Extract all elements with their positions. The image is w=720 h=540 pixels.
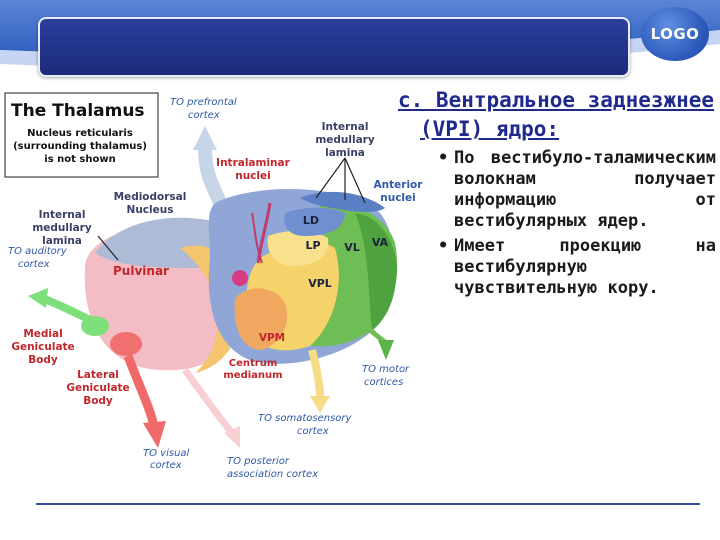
- label-intralaminar-1: Intralaminar: [216, 157, 290, 169]
- label-auditory-2: cortex: [18, 259, 50, 270]
- label-lamina-left-1: Internal: [39, 209, 86, 221]
- label-centrum-2: medianum: [223, 370, 282, 381]
- lp-region: [267, 230, 329, 267]
- prefrontal-arrowhead: [193, 126, 217, 150]
- label-lamina-left-3: lamina: [42, 235, 82, 247]
- label-visual-2: cortex: [150, 460, 182, 471]
- label-visual-1: TO visual: [143, 448, 190, 459]
- label-lamina-top-3: lamina: [325, 147, 365, 159]
- somatosensory-arrow: [308, 348, 324, 399]
- note-line-2: (surrounding thalamus): [13, 141, 147, 152]
- note-line-1: Nucleus reticularis: [27, 128, 133, 139]
- motor-arrowhead: [378, 340, 394, 360]
- label-motor-1: TO motor: [362, 364, 410, 375]
- section-heading: с. Вентральное заднезжнее (VPI) ядро:: [398, 86, 716, 144]
- label-prefrontal-1: TO prefrontal: [170, 97, 237, 108]
- bullet-item: Имеет проекцию на вестибулярную чувствит…: [398, 236, 716, 299]
- label-vpl: VPL: [308, 277, 332, 290]
- label-ld: LD: [303, 214, 319, 227]
- logo: LOGO: [641, 7, 709, 61]
- auditory-arrowhead: [28, 288, 48, 308]
- label-lp: LP: [305, 239, 320, 252]
- note-line-3: is not shown: [44, 154, 115, 165]
- posterior-arrow: [182, 367, 235, 436]
- footer-rule: [36, 503, 700, 505]
- visual-arrowhead: [143, 421, 166, 448]
- anterior-nuclei-region: [300, 191, 385, 213]
- section-heading-text: с. Вентральное заднезжнее (VPI) ядро:: [398, 88, 715, 141]
- label-somatosensory-1: TO somatosensory: [258, 413, 353, 424]
- label-lateral-geniculate-1: Lateral: [77, 369, 119, 381]
- label-medial-geniculate-2: Geniculate: [11, 341, 74, 353]
- intralaminar-fibers-2: [251, 212, 263, 264]
- posterior-arrowhead: [224, 426, 240, 448]
- lamina-pointer-1: [315, 157, 346, 199]
- label-lamina-top-2: medullary: [315, 134, 375, 146]
- thalamus-figure: The Thalamus Nucleus reticularis (surrou…: [0, 88, 430, 488]
- label-auditory-1: TO auditory: [8, 246, 68, 257]
- label-posterior-2: association cortex: [227, 469, 318, 480]
- visual-arrow: [123, 354, 159, 428]
- label-prefrontal-2: cortex: [188, 110, 220, 121]
- lamina-pointer-3: [344, 157, 366, 204]
- label-lamina-left-2: medullary: [32, 222, 92, 234]
- label-lateral-geniculate-3: Body: [83, 395, 113, 407]
- label-vpm: VPM: [259, 332, 285, 344]
- text-column: с. Вентральное заднезжнее (VPI) ядро: По…: [398, 86, 716, 303]
- label-va: VA: [372, 236, 389, 249]
- va-region: [355, 213, 397, 330]
- label-motor-2: cortices: [364, 377, 403, 388]
- vpm-region: [234, 288, 288, 350]
- ld-region: [284, 207, 345, 236]
- label-lateral-geniculate-2: Geniculate: [66, 382, 129, 394]
- lamina-left-pointer: [97, 235, 119, 261]
- bullet-list: По вестибуло-таламическим волокнам получ…: [398, 148, 716, 299]
- label-somatosensory-2: cortex: [297, 426, 329, 437]
- figure-title: The Thalamus: [11, 101, 145, 121]
- label-pulvinar: Pulvinar: [113, 264, 169, 278]
- label-intralaminar-2: nuclei: [235, 170, 271, 182]
- label-posterior-1: TO posterior: [227, 456, 290, 467]
- somatosensory-arrowhead: [310, 396, 330, 413]
- title-box: [4, 92, 159, 178]
- lateral-geniculate-body: [110, 332, 142, 356]
- label-medial-geniculate-3: Body: [28, 354, 58, 366]
- label-lamina-top-1: Internal: [322, 121, 369, 133]
- bullet-item: По вестибуло-таламическим волокнам получ…: [398, 148, 716, 232]
- thalamus-diagram: The Thalamus Nucleus reticularis (surrou…: [4, 92, 423, 480]
- label-centrum-1: Centrum: [229, 358, 278, 369]
- label-medial-geniculate-1: Medial: [23, 328, 62, 340]
- label-vl: VL: [344, 241, 360, 254]
- label-mediodorsal-1: Mediodorsal: [114, 191, 187, 203]
- auditory-arrow: [40, 294, 92, 324]
- label-mediodorsal-2: Nucleus: [127, 204, 174, 216]
- centrum-medianum-dot: [232, 270, 248, 286]
- slide-title-bar: [38, 17, 630, 77]
